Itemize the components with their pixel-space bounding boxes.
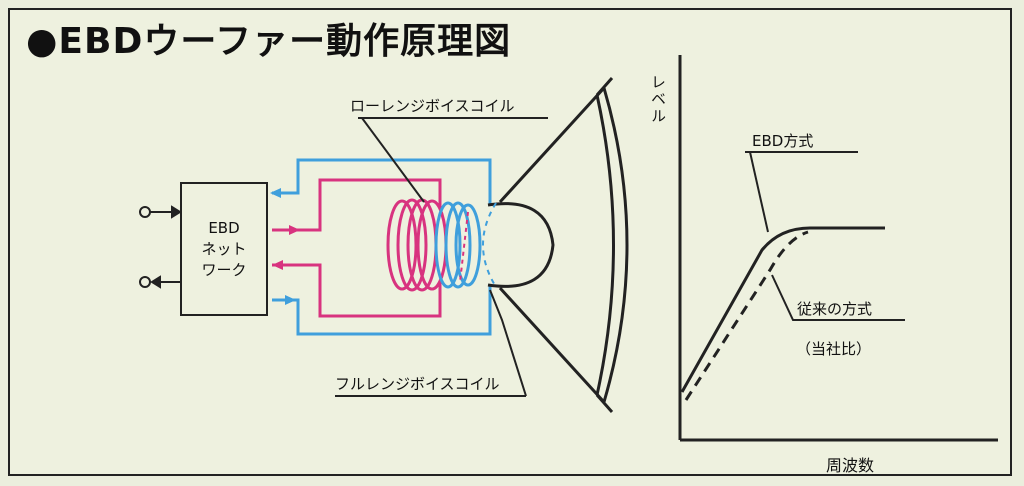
network-line3: ワーク — [201, 260, 247, 279]
diagram-frame — [8, 8, 1012, 476]
conventional-curve — [684, 230, 809, 401]
ebd-curve — [680, 226, 885, 393]
coil-dash — [459, 211, 469, 283]
graph-leaders — [745, 151, 905, 321]
graph-axes — [678, 55, 998, 442]
graph-curves — [680, 226, 885, 401]
leader-lines — [335, 117, 548, 397]
diagram-title: ●EBDウーファー動作原理図 — [26, 21, 512, 62]
full-range-coil — [434, 201, 482, 289]
conventional-method-label: 従来の方式 — [797, 300, 873, 318]
input-terminals — [139, 205, 182, 289]
speaker-cone — [482, 77, 629, 413]
terminal-bottom — [139, 276, 151, 288]
ebd-network-box: EBD ネット ワーク — [180, 182, 268, 316]
network-line2: ネット — [201, 239, 247, 258]
ebd-method-label: EBD方式 — [752, 132, 814, 150]
full-range-coil-label: フルレンジボイスコイル — [335, 375, 500, 393]
network-line1: EBD — [208, 218, 240, 237]
x-axis-label: 周波数 — [826, 456, 875, 475]
low-range-wires — [272, 178, 442, 318]
terminal-top — [139, 206, 151, 218]
conventional-note: （当社比） — [796, 340, 872, 358]
low-range-coil-label: ローレンジボイスコイル — [350, 97, 515, 115]
full-range-wires — [270, 158, 492, 336]
y-axis-label: レベル — [649, 74, 667, 125]
